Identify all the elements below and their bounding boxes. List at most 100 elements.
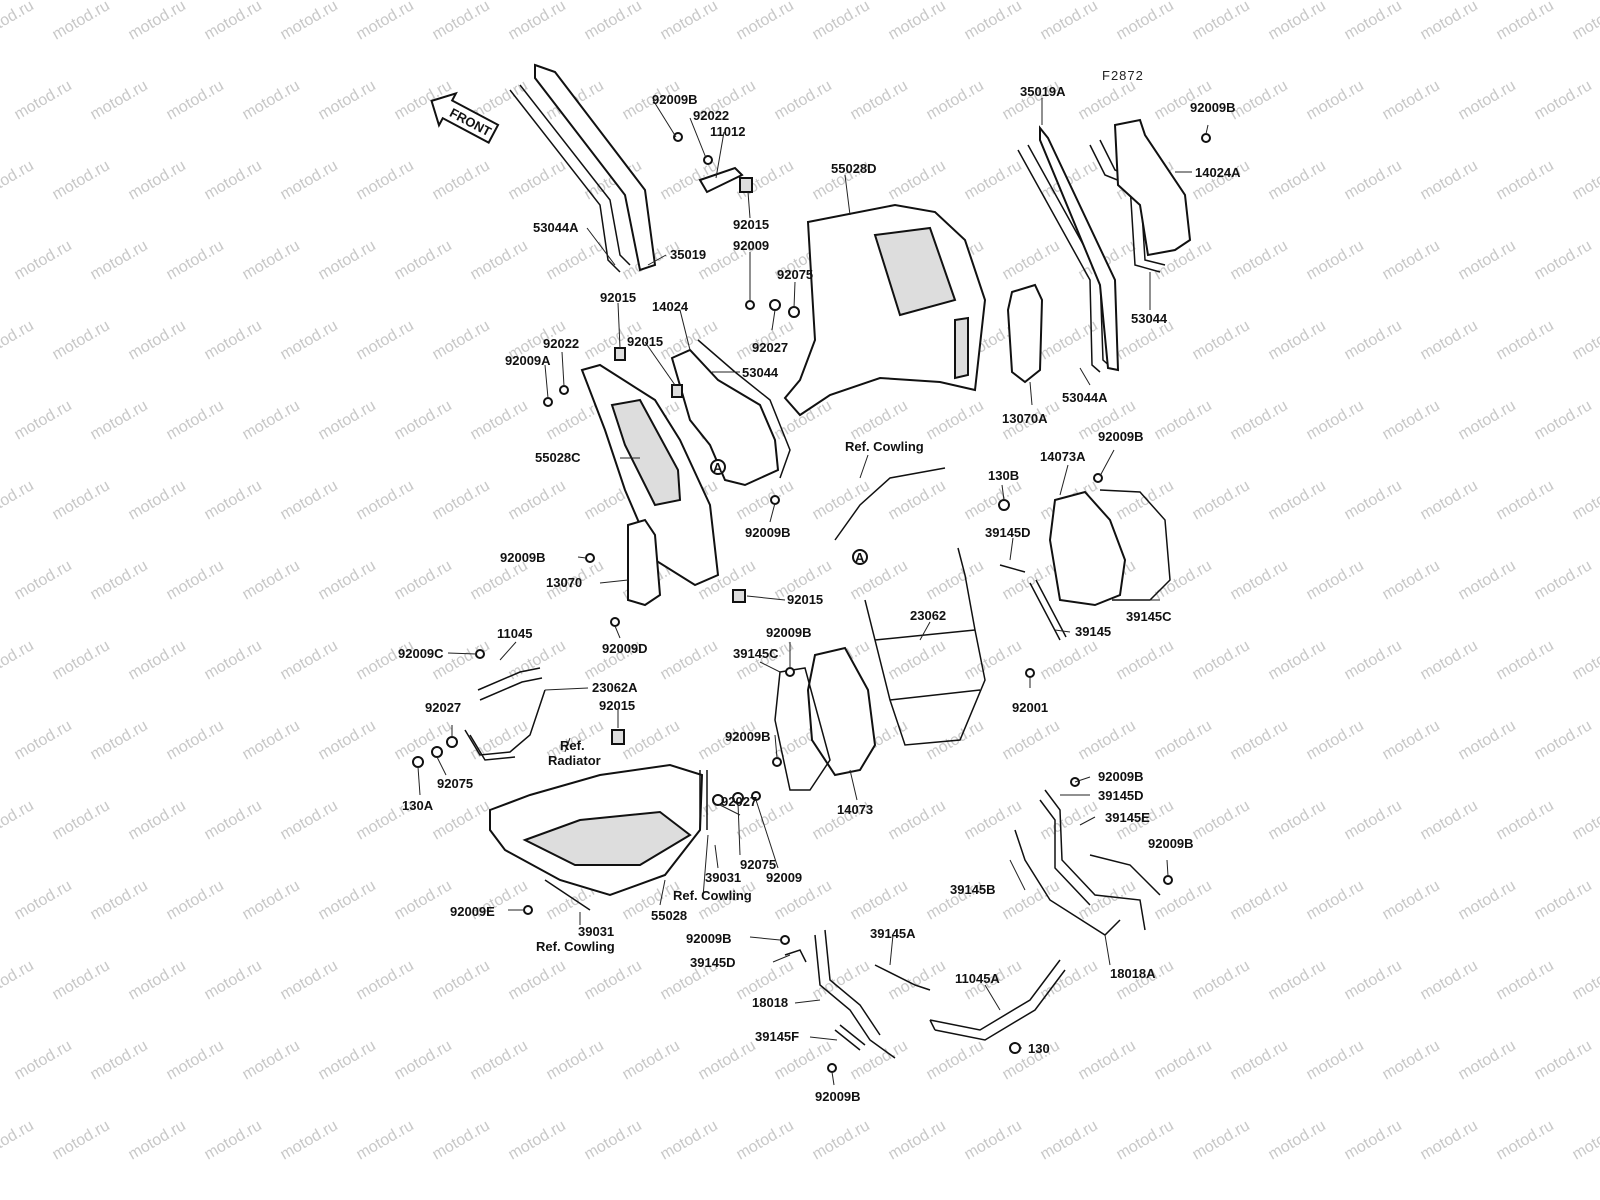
bolt-92009d — [610, 617, 620, 627]
watermark-text: motod.ru — [202, 637, 265, 683]
label-92022: 92022 — [693, 108, 729, 123]
label-ref-cowling: Ref. Cowling — [536, 939, 615, 954]
watermark-text: motod.ru — [12, 237, 75, 283]
watermark-text: motod.ru — [1038, 957, 1101, 1003]
cover-14024 — [670, 348, 780, 487]
watermark-text: motod.ru — [278, 477, 341, 523]
watermark-text: motod.ru — [1456, 1037, 1519, 1083]
bolt-92009b-g — [772, 757, 782, 767]
watermark-text: motod.ru — [354, 957, 417, 1003]
watermark-text: motod.ru — [392, 237, 455, 283]
watermark-text: motod.ru — [506, 157, 569, 203]
strip-39145e — [1089, 854, 1161, 896]
watermark-text: motod.ru — [0, 157, 37, 203]
watermark-text: motod.ru — [88, 1037, 151, 1083]
watermark-text: motod.ru — [126, 0, 189, 43]
label-35019: 35019 — [670, 247, 706, 262]
cover-14073 — [806, 646, 877, 777]
frame-23062 — [864, 547, 986, 746]
bolt-92001 — [1025, 668, 1035, 678]
label-39145: 39145 — [1075, 624, 1111, 639]
watermark-text: motod.ru — [886, 637, 949, 683]
watermark-text: motod.ru — [506, 637, 569, 683]
clip-39145d-lower — [784, 949, 807, 963]
cowl-55028d-vent — [873, 226, 957, 317]
cover-14073a — [1048, 490, 1127, 607]
watermark-text: motod.ru — [202, 957, 265, 1003]
watermark-text: motod.ru — [278, 957, 341, 1003]
watermark-text: motod.ru — [1152, 877, 1215, 923]
part-labels: 92009B 92022 11012 92015 53044A 35019 92… — [398, 84, 1241, 1104]
label-92001: 92001 — [1012, 700, 1048, 715]
label-39145e: 39145E — [1105, 810, 1150, 825]
strip-53044-center — [697, 339, 791, 479]
watermark-text: motod.ru — [430, 1117, 493, 1163]
nut-92027-a — [769, 299, 781, 311]
watermark-text: motod.ru — [1456, 877, 1519, 923]
nut-92027-c — [712, 794, 724, 806]
watermark-text: motod.ru — [1380, 877, 1443, 923]
watermark-text: motod.ru — [1152, 397, 1215, 443]
watermark-text: motod.ru — [50, 1117, 113, 1163]
watermark-text: motod.ru — [1342, 317, 1405, 363]
label-53044: 53044 — [742, 365, 779, 380]
label-ref-cowling: Ref. Cowling — [845, 439, 924, 454]
duct-13070a — [1006, 283, 1044, 384]
watermark-text: motod.ru — [354, 1117, 417, 1163]
label-92027: 92027 — [425, 700, 461, 715]
strip-53044a-left — [509, 84, 631, 273]
watermark-text: motod.ru — [126, 1117, 189, 1163]
watermark-text: motod.ru — [1000, 877, 1063, 923]
watermark-text: motod.ru — [1380, 1037, 1443, 1083]
watermark-text: motod.ru — [658, 637, 721, 683]
watermark-text: motod.ru — [0, 0, 37, 43]
label-92009d: 92009D — [602, 641, 648, 656]
watermark-text: motod.ru — [962, 157, 1025, 203]
watermark-text: motod.ru — [0, 477, 37, 523]
label-ref: Ref. — [560, 738, 585, 753]
watermark-text: motod.ru — [0, 637, 37, 683]
watermark-text: motod.ru — [1532, 77, 1595, 123]
watermark-text: motod.ru — [1570, 957, 1600, 1003]
watermark-text: motod.ru — [1266, 1117, 1329, 1163]
watermark-text: motod.ru — [278, 0, 341, 43]
watermark-text: motod.ru — [810, 1117, 873, 1163]
label-130a: 130A — [402, 798, 434, 813]
label-11045a: 11045A — [955, 971, 1000, 986]
label-13070: 13070 — [546, 575, 582, 590]
watermark-text: motod.ru — [1190, 477, 1253, 523]
watermark-text: motod.ru — [1038, 0, 1101, 43]
watermark-text: motod.ru — [164, 717, 227, 763]
watermark-text: motod.ru — [354, 0, 417, 43]
watermark-text: motod.ru — [1494, 317, 1557, 363]
watermark-text: motod.ru — [1570, 157, 1600, 203]
watermark-text: motod.ru — [88, 77, 151, 123]
watermark-text: motod.ru — [164, 237, 227, 283]
bolt-92009e — [523, 905, 533, 915]
watermark-text: motod.ru — [240, 717, 303, 763]
label-55028: 55028 — [651, 908, 687, 923]
watermark-text: motod.ru — [1266, 637, 1329, 683]
watermark-text: motod.ru — [886, 157, 949, 203]
label-39145f: 39145F — [755, 1029, 799, 1044]
watermark-text: motod.ru — [316, 1037, 379, 1083]
watermark-text: motod.ru — [1228, 397, 1291, 443]
watermark-text: motod.ru — [240, 877, 303, 923]
clip-92015-d — [611, 729, 625, 745]
watermark-text: motod.ru — [392, 397, 455, 443]
watermark-text: motod.ru — [316, 557, 379, 603]
label-18018a: 18018A — [1110, 966, 1156, 981]
bolt-92009b-i — [1163, 875, 1173, 885]
watermark-text: motod.ru — [1190, 637, 1253, 683]
washer-92022-b — [559, 385, 569, 395]
watermark-text: motod.ru — [468, 397, 531, 443]
label-39031: 39031 — [705, 870, 741, 885]
watermark-text: motod.ru — [1456, 557, 1519, 603]
label-92009: 92009 — [733, 238, 769, 253]
watermark-text: motod.ru — [1494, 797, 1557, 843]
watermark-text: motod.ru — [848, 77, 911, 123]
watermark-text: motod.ru — [1114, 0, 1177, 43]
label-39145b: 39145B — [950, 882, 996, 897]
watermark-text: motod.ru — [50, 637, 113, 683]
watermark-text: motod.ru — [164, 1037, 227, 1083]
